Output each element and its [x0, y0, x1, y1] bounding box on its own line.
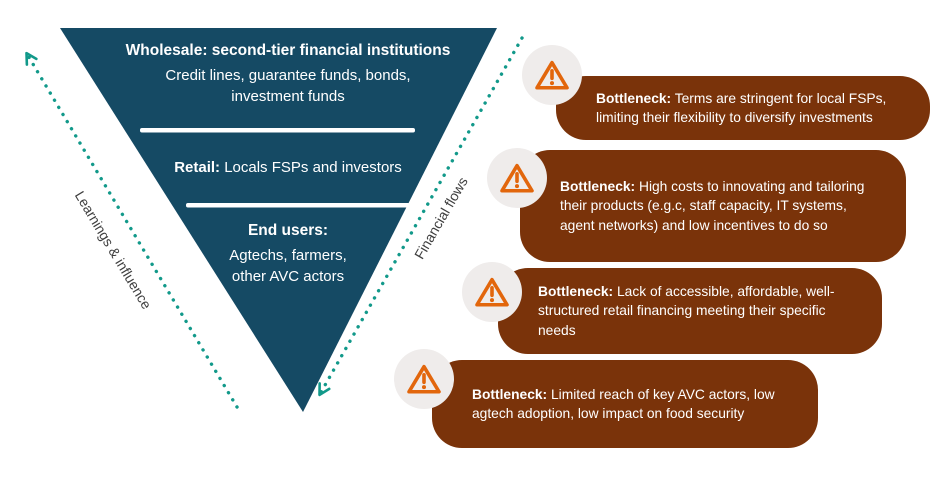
bottleneck-card-2-text: Bottleneck: High costs to innovating and…	[560, 177, 884, 235]
tier-retail-text: Locals FSPs and investors	[220, 159, 402, 176]
bottleneck-card-4: Bottleneck: Limited reach of key AVC act…	[432, 360, 818, 448]
tier-end-users-title: End users:	[247, 222, 329, 239]
bottleneck-card-1: Bottleneck: Terms are stringent for loca…	[556, 76, 930, 140]
tier-wholesale: Wholesale: second-tier financial institu…	[105, 40, 471, 108]
tier-end-users-body: Agtechs, farmers, other AVC actors	[229, 247, 347, 286]
bottleneck-card-3: Bottleneck: Lack of accessible, affordab…	[498, 268, 882, 354]
bottleneck-card-2: Bottleneck: High costs to innovating and…	[520, 150, 906, 262]
tier-wholesale-body: Credit lines, guarantee funds, bonds, in…	[165, 67, 411, 106]
warning-icon-circle-1	[522, 45, 582, 105]
warning-icon	[475, 277, 509, 307]
bottleneck-label: Bottleneck:	[538, 284, 614, 300]
bottleneck-text: Limited reach of key AVC actors, low agt…	[472, 386, 775, 421]
warning-icon-circle-3	[462, 262, 522, 322]
financial-flows-arrow	[318, 36, 524, 397]
bottleneck-card-3-text: Bottleneck: Lack of accessible, affordab…	[538, 282, 860, 340]
warning-icon	[500, 163, 534, 193]
tier-wholesale-title: Wholesale: second-tier financial institu…	[125, 42, 451, 59]
bottleneck-label: Bottleneck:	[596, 90, 672, 106]
bottleneck-text: Lack of accessible, affordable, well-str…	[538, 284, 835, 338]
bottleneck-text: High costs to innovating and tailoring t…	[560, 179, 865, 233]
warning-icon-circle-2	[487, 148, 547, 208]
bottleneck-label: Bottleneck:	[560, 179, 636, 195]
warning-icon	[535, 60, 569, 90]
funnel-triangle	[60, 28, 497, 412]
tier-end-users: End users: Agtechs, farmers, other AVC a…	[178, 220, 398, 288]
warning-icon	[407, 364, 441, 394]
bottleneck-label: Bottleneck:	[472, 386, 548, 402]
warning-icon-circle-4	[394, 349, 454, 409]
tier-retail: Retail: Locals FSPs and investors	[105, 157, 471, 178]
bottleneck-card-4-text: Bottleneck: Limited reach of key AVC act…	[472, 385, 796, 424]
divider-line-1	[140, 128, 415, 133]
bottleneck-card-1-text: Bottleneck: Terms are stringent for loca…	[596, 89, 908, 128]
bottleneck-text: Terms are stringent for local FSPs, limi…	[596, 90, 887, 125]
divider-line-2	[186, 203, 410, 208]
tier-retail-label: Retail:	[174, 159, 221, 176]
